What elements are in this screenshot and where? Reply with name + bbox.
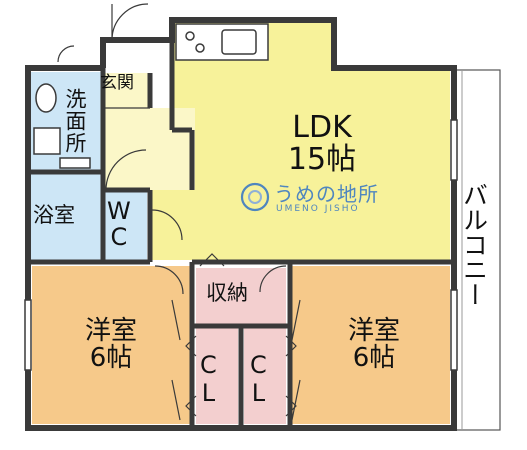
windows [24, 119, 458, 371]
company-logo: うめの地所 UMENO JISHO [236, 176, 396, 222]
toilet-label: W C [107, 197, 131, 252]
logo-icon [240, 182, 270, 212]
toilet-area [103, 190, 147, 260]
entrance-area [103, 73, 149, 108]
balcony-label: バルコニー [459, 182, 489, 307]
ldk-label: LDK 15帖 [287, 110, 357, 177]
ldk-area [150, 22, 450, 260]
western-room-left-area [32, 266, 192, 424]
western-room-left-label: 洋室 6帖 [84, 316, 137, 374]
closet-left-label: C L [200, 351, 217, 407]
bathroom-label: 浴室 [33, 203, 75, 227]
entrance-label: 玄関 [100, 73, 134, 93]
corridor-area [103, 108, 195, 190]
logo-name: うめの地所 [274, 182, 379, 206]
interior-walls [28, 22, 454, 428]
closet-right-label: C L [250, 351, 267, 407]
closet-right-area [244, 328, 286, 424]
bathroom-area [30, 172, 102, 262]
closet-doors [185, 335, 297, 417]
storage-area [196, 268, 286, 324]
storage-label: 収納 [206, 281, 248, 305]
door-swings [57, 3, 301, 421]
western-room-right-area [290, 266, 450, 424]
logo-subtitle: UMENO JISHO [276, 204, 360, 214]
kitchen-counter [175, 23, 269, 61]
western-room-right-label: 洋室 6帖 [347, 316, 400, 374]
washroom-label: 洗面所 [63, 88, 88, 154]
closet-left-area [196, 328, 238, 424]
bath-fixtures [33, 83, 91, 169]
